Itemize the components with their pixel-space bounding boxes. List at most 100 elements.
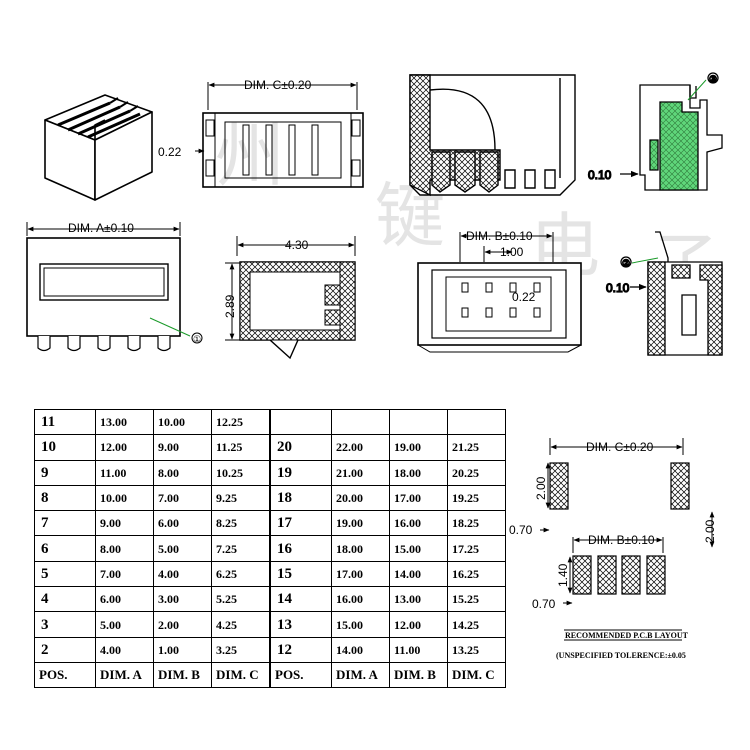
table-header-cell: POS. — [34, 661, 96, 689]
dim-cell: 8.00 — [95, 535, 154, 562]
table-header-cell: DIM. A — [331, 661, 390, 689]
table-header-cell: DIM. B — [389, 661, 448, 689]
dim-cell: 21.25 — [447, 434, 506, 461]
pos-cell: 15 — [270, 560, 332, 588]
dim-cell: 13.00 — [95, 408, 154, 436]
dim-cell: 9.25 — [211, 484, 270, 512]
table-header-cell: DIM. A — [95, 661, 154, 689]
thickness-010-b-label: 0.10 — [606, 281, 630, 295]
dim-cell: 10.25 — [211, 459, 270, 486]
table-header-cell: DIM. C — [211, 661, 270, 689]
dim-cell: 12.00 — [95, 434, 154, 461]
pos-cell: 20 — [270, 434, 332, 461]
pcb-tolerance: (UNSPECIFIED TOLERENCE:±0.05 — [556, 651, 686, 660]
front-view: DIM. A±0.10 ① — [26, 221, 203, 352]
callout-3: ③ — [709, 74, 717, 84]
pos-cell: 4 — [34, 586, 96, 613]
pcb-title: RECOMMENDED P.C.B LAYOUT — [565, 631, 689, 640]
dim-a-label: DIM. A±0.10 — [68, 221, 134, 235]
dim-cell: 19.00 — [389, 434, 448, 461]
pos-cell: 9 — [34, 459, 96, 486]
dim-cell: 11.25 — [211, 434, 270, 461]
dim-cell: 13.00 — [389, 586, 448, 613]
dim-cell: 19.00 — [331, 510, 390, 537]
dim-cell: 9.00 — [95, 510, 154, 537]
dim-cell: 14.25 — [447, 611, 506, 638]
dim-cell: 16.00 — [389, 510, 448, 537]
pcb-offset-200-label: 2.00 — [703, 519, 717, 543]
dim-c-label: DIM. C±0.20 — [244, 78, 312, 92]
dim-cell: 10.00 — [153, 408, 212, 436]
pcb-offset-070-a-label: 0.70 — [509, 523, 533, 537]
dim-cell: 17.00 — [389, 484, 448, 512]
width-label: 4.30 — [285, 238, 309, 252]
dim-cell: 22.00 — [331, 434, 390, 461]
pcb-offset-070-b-label: 0.70 — [532, 597, 556, 611]
front-face-view: DIM. B±0.10 1.00 0.22 — [417, 229, 582, 353]
pos-cell: 18 — [270, 484, 332, 512]
callout-1: ① — [193, 334, 201, 344]
pos-cell: 7 — [34, 510, 96, 537]
pos-cell: 8 — [34, 484, 96, 512]
dim-cell: 3.25 — [211, 636, 270, 663]
pos-cell: 13 — [270, 611, 332, 638]
dim-cell: 14.00 — [331, 636, 390, 663]
dim-cell: 6.00 — [95, 586, 154, 613]
dim-cell: 8.25 — [211, 510, 270, 537]
pcb-pad-w-label: 1.40 — [556, 563, 570, 587]
dim-cell: 17.25 — [447, 535, 506, 562]
dim-cell: 1.00 — [153, 636, 212, 663]
dim-cell: 11.00 — [389, 636, 448, 663]
dim-cell: 18.00 — [331, 535, 390, 562]
pos-cell: 11 — [34, 408, 96, 436]
dim-cell: 16.25 — [447, 560, 506, 588]
dim-cell: 5.00 — [153, 535, 212, 562]
height-label: 2.89 — [223, 294, 237, 318]
dim-cell: 13.25 — [447, 636, 506, 663]
dim-cell: 5.25 — [211, 586, 270, 613]
dim-cell: 18.25 — [447, 510, 506, 537]
pos-cell: 19 — [270, 459, 332, 486]
pcb-dim-c-label: DIM. C±0.20 — [586, 440, 654, 454]
dim-cell: 7.25 — [211, 535, 270, 562]
dim-cell: 11.00 — [95, 459, 154, 486]
dim-b-label: DIM. B±0.10 — [466, 229, 533, 243]
dim-cell: 4.25 — [211, 611, 270, 638]
terminal-detail-view: ③ 0.10 — [587, 72, 723, 191]
gap-022-label: 0.22 — [158, 145, 182, 159]
dim-cell: 4.00 — [153, 560, 212, 588]
dim-cell: 10.00 — [95, 484, 154, 512]
dim-cell: 12.00 — [389, 611, 448, 638]
pos-cell: 10 — [34, 434, 96, 461]
table-header-cell: DIM. C — [447, 661, 506, 689]
pos-cell: 5 — [34, 560, 96, 588]
dim-cell: 7.00 — [153, 484, 212, 512]
pos-cell: 3 — [34, 611, 96, 638]
dim-cell: 2.00 — [153, 611, 212, 638]
table-row — [270, 408, 506, 436]
pos-cell: 16 — [270, 535, 332, 562]
dim-cell: 3.00 — [153, 586, 212, 613]
dim-cell: 21.00 — [331, 459, 390, 486]
pos-cell: 12 — [270, 636, 332, 663]
dim-cell: 9.00 — [153, 434, 212, 461]
gap-022-front-label: 0.22 — [512, 290, 536, 304]
dim-cell: 5.00 — [95, 611, 154, 638]
dim-cell — [331, 408, 390, 436]
pcb-layout: DIM. C±0.20 2.00 0.70 2.00 DIM. B±0.10 1… — [509, 438, 717, 660]
watermark-char: 州 — [215, 115, 285, 197]
